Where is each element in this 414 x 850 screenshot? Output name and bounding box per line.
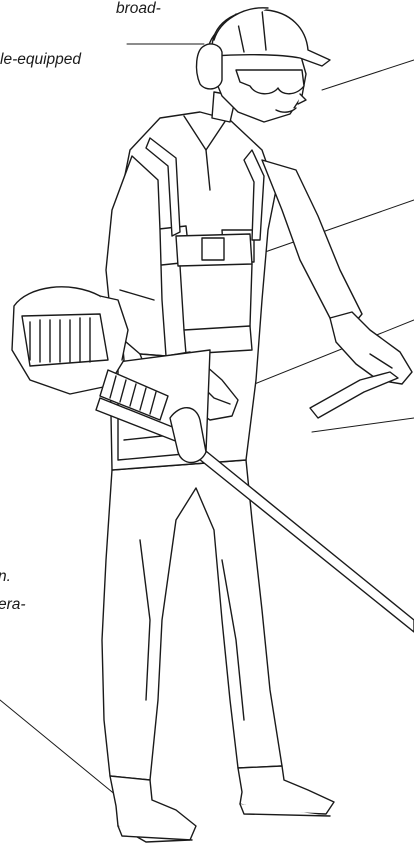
leader-line-glasses <box>322 60 414 90</box>
leader-line-boots <box>0 700 117 796</box>
trousers <box>102 460 282 780</box>
right-arm <box>262 160 362 326</box>
leader-line-shaft <box>312 418 414 432</box>
